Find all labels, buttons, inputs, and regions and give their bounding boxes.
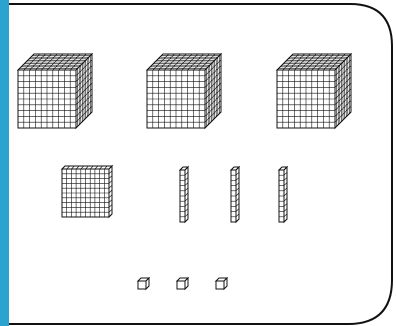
blocks-layer [18, 54, 351, 289]
accent-bar [0, 0, 9, 326]
thousand-cube [147, 54, 221, 128]
ten-rod [279, 167, 287, 222]
ten-rod [231, 167, 239, 222]
rounded-frame [9, 4, 392, 324]
hundred-flat [62, 166, 112, 217]
thousand-cube [277, 54, 351, 128]
ten-rod [180, 167, 188, 222]
one-cube [216, 278, 227, 289]
one-cube [138, 278, 149, 289]
one-cube [177, 278, 188, 289]
thousand-cube [18, 54, 92, 128]
